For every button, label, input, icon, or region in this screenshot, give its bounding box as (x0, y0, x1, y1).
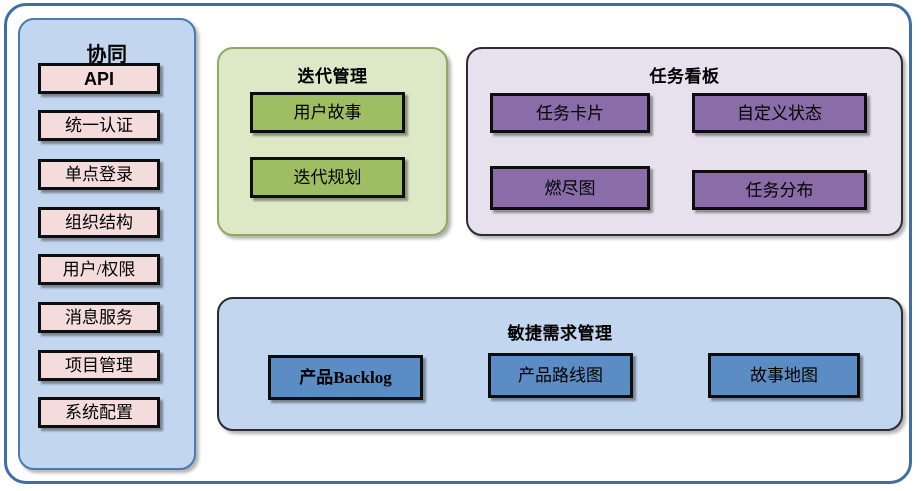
taskboard-item-task-card-label: 任务卡片 (536, 103, 604, 123)
sidebar-item-system-config[interactable]: 系统配置 (38, 397, 160, 428)
sidebar-item-project-management[interactable]: 项目管理 (38, 350, 160, 381)
sidebar-item-user-permission-label: 用户/权限 (62, 260, 136, 279)
panel-iteration-management: 迭代管理 (217, 47, 448, 236)
agile-item-product-roadmap-label: 产品路线图 (518, 366, 603, 385)
taskboard-item-task-card[interactable]: 任务卡片 (490, 93, 650, 133)
iteration-item-iteration-planning-label: 迭代规划 (293, 168, 362, 187)
panel-collaboration-title: 协同 (86, 42, 128, 66)
iteration-item-user-story[interactable]: 用户故事 (250, 92, 405, 133)
taskboard-item-task-distribution-label: 任务分布 (745, 180, 814, 200)
panel-iteration-management-title: 迭代管理 (297, 67, 368, 87)
sidebar-item-unified-auth-label: 统一认证 (65, 116, 133, 135)
panel-task-board-title: 任务看板 (649, 67, 720, 87)
agile-item-product-backlog[interactable]: 产品Backlog (268, 355, 423, 400)
sidebar-item-org-structure-label: 组织结构 (65, 213, 133, 232)
sidebar-item-api-label: API (83, 68, 114, 89)
agile-item-story-map[interactable]: 故事地图 (708, 353, 860, 398)
iteration-item-user-story-label: 用户故事 (293, 103, 362, 122)
taskboard-item-burndown-chart-label: 燃尽图 (544, 178, 596, 198)
sidebar-item-message-service[interactable]: 消息服务 (38, 302, 160, 333)
sidebar-item-single-sign-on[interactable]: 单点登录 (38, 159, 160, 190)
agile-item-product-backlog-label: 产品Backlog (299, 368, 392, 387)
sidebar-item-org-structure[interactable]: 组织结构 (38, 207, 160, 238)
sidebar-item-message-service-label: 消息服务 (65, 308, 133, 327)
taskboard-item-custom-status[interactable]: 自定义状态 (692, 93, 867, 133)
taskboard-item-burndown-chart[interactable]: 燃尽图 (490, 166, 650, 210)
sidebar-item-single-sign-on-label: 单点登录 (65, 165, 133, 184)
sidebar-item-project-management-label: 项目管理 (65, 356, 133, 375)
sidebar-item-system-config-label: 系统配置 (65, 403, 133, 422)
agile-item-product-roadmap[interactable]: 产品路线图 (488, 353, 633, 398)
iteration-item-iteration-planning[interactable]: 迭代规划 (250, 157, 405, 198)
taskboard-item-task-distribution[interactable]: 任务分布 (692, 170, 867, 210)
taskboard-item-custom-status-label: 自定义状态 (737, 103, 822, 123)
agile-item-story-map-label: 故事地图 (750, 366, 818, 385)
panel-agile-requirement-management-title: 敏捷需求管理 (507, 324, 613, 344)
sidebar-item-api[interactable]: API (38, 63, 160, 94)
sidebar-item-user-permission[interactable]: 用户/权限 (38, 254, 160, 285)
sidebar-item-unified-auth[interactable]: 统一认证 (38, 110, 160, 141)
